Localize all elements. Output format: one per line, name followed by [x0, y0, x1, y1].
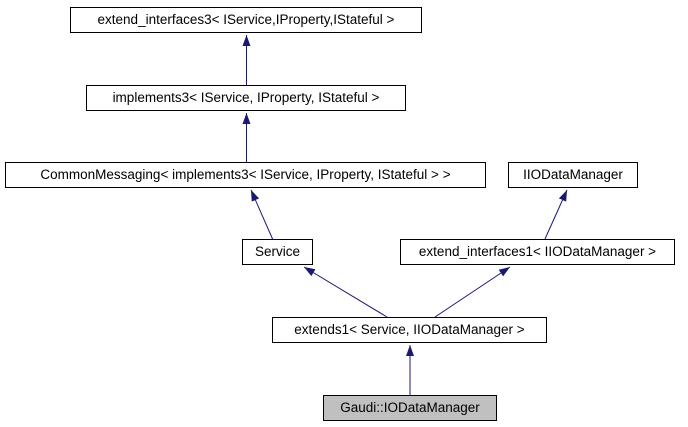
node-extends1[interactable]: extends1< Service, IIODataManager >: [272, 317, 547, 343]
edge-service-to-common_messaging-arrow: [250, 189, 274, 241]
node-extend_interfaces1[interactable]: extend_interfaces1< IIODataManager >: [400, 239, 675, 265]
node-implements3[interactable]: implements3< IService, IProperty, IState…: [86, 85, 406, 111]
node-gaudi-iodatamanager-current[interactable]: Gaudi::IODataManager: [323, 395, 497, 421]
node-service[interactable]: Service: [242, 239, 313, 265]
edge-extend_interfaces1-to-iiodatamanager-arrow: [544, 189, 568, 240]
edge-extends1-to-service-arrow: [303, 266, 388, 318]
node-iiodatamanager[interactable]: IIODataManager: [508, 162, 638, 188]
node-common-messaging[interactable]: CommonMessaging< implements3< IService, …: [5, 162, 486, 188]
node-extend_interfaces3[interactable]: extend_interfaces3< IService,IProperty,I…: [70, 7, 422, 33]
edge-extends1-to-extend_interfaces1-arrow: [434, 266, 511, 318]
